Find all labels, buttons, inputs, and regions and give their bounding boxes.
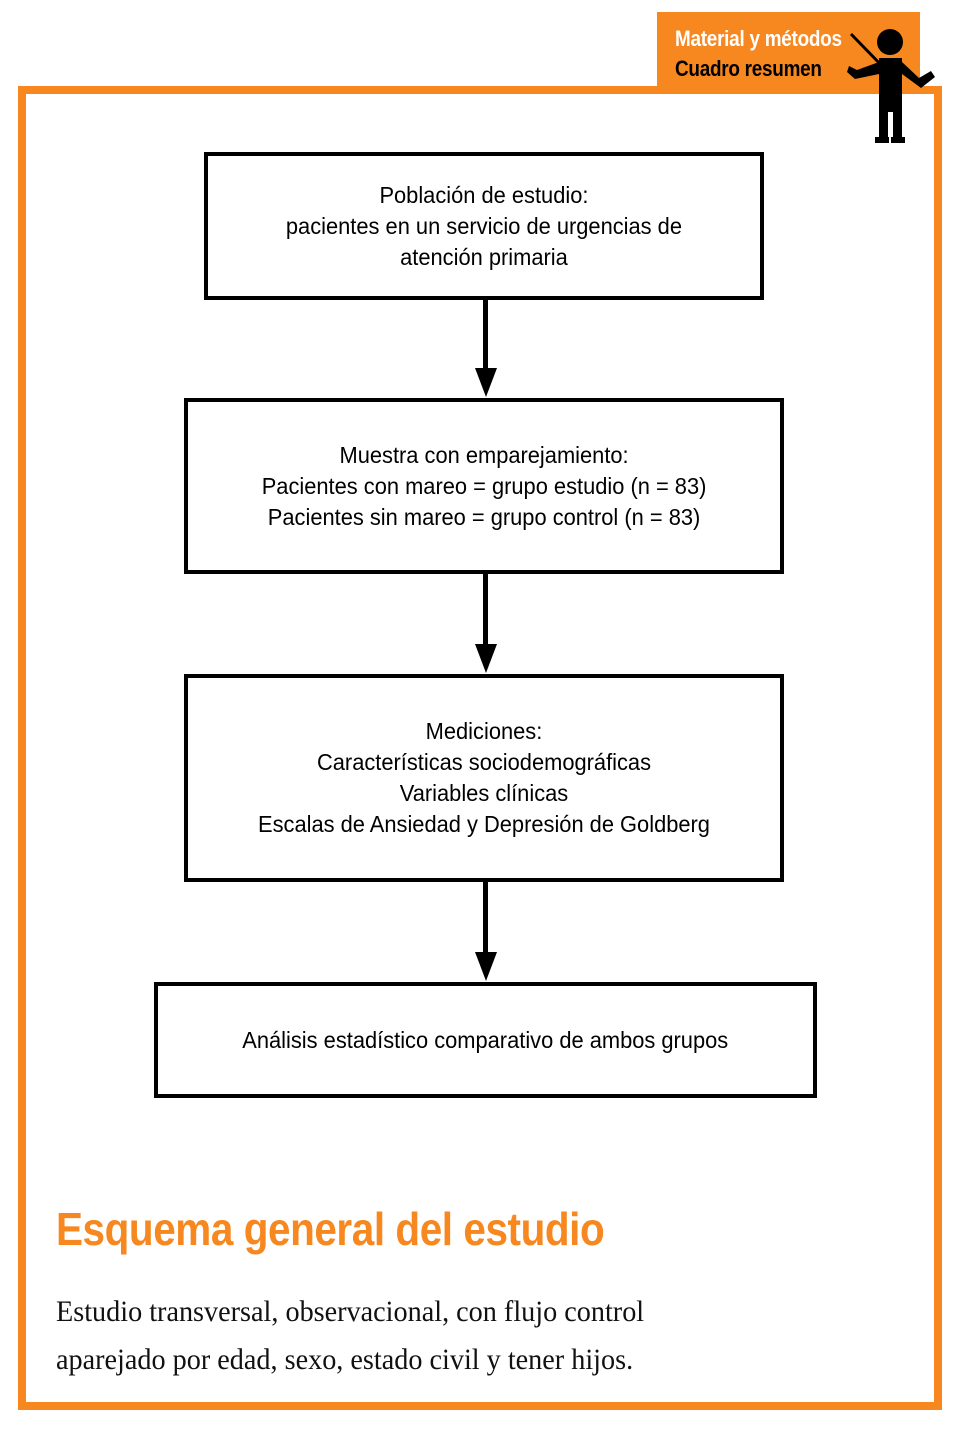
section-badge: Material y métodos Cuadro resumen [657,12,920,89]
section-title: Esquema general del estudio [56,1203,605,1255]
down-arrow-icon [475,882,497,982]
flow-box-analisis-estadistico: Análisis estadístico comparativo de ambo… [154,982,817,1098]
page-frame [18,86,942,1410]
section-description: Estudio transversal, observacional, con … [56,1295,645,1376]
flow-box-text: Población de estudio: pacientes en un se… [285,181,683,270]
flow-box-text: Análisis estadístico comparativo de ambo… [242,1026,729,1053]
flow-box-text: Mediciones: Características sociodemográ… [258,718,710,837]
badge-line-secondary: Cuadro resumen [675,56,822,81]
badge-line-primary: Material y métodos [675,26,842,51]
presenter-pointer-icon [845,16,955,144]
flow-box-muestra-con-emparejamiento: Muestra con emparejamiento: Pacientes co… [184,398,784,574]
down-arrow-icon [475,300,497,398]
flow-box-mediciones: Mediciones: Características sociodemográ… [184,674,784,882]
flow-box-poblacion-de-estudio: Población de estudio: pacientes en un se… [204,152,764,300]
flow-box-text: Muestra con emparejamiento: Pacientes co… [261,441,707,530]
down-arrow-icon [475,574,497,674]
